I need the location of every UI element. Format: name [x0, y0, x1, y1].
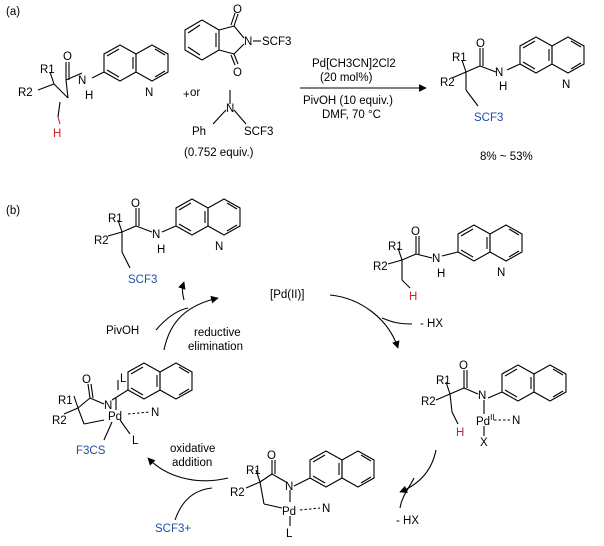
- aniline-ph: Ph: [192, 126, 206, 138]
- l-label-int-bottom: L: [286, 528, 293, 540]
- n-label-substrate-b: N: [432, 253, 440, 265]
- pd-label-int-left: Pd: [108, 411, 122, 423]
- n-label-int-bottom: N: [285, 481, 293, 493]
- step-elimination: elimination: [188, 341, 243, 353]
- panel-a-label: (a): [6, 6, 20, 18]
- yield-range: 8% ~ 53%: [480, 151, 533, 163]
- aniline-reagent: [212, 90, 247, 125]
- phthalimide-o-bottom: O: [233, 67, 242, 79]
- ch-h-label-int-right: H: [456, 427, 464, 439]
- ch-h-label-substrate-b: H: [409, 291, 417, 303]
- substrate-a: [37, 44, 169, 125]
- h-label-product-b: H: [157, 244, 165, 256]
- quinoline-a: [103, 44, 169, 82]
- quinoline-product-b: [175, 198, 241, 236]
- o-label-int-bottom: O: [267, 450, 276, 462]
- o-label-int-right: O: [459, 360, 468, 372]
- n-label-int-right: N: [478, 390, 486, 402]
- loss-hx-top: - HX: [420, 318, 443, 330]
- intermediate-pd-iv: [63, 362, 193, 441]
- pdii-label-int-right: PdII: [476, 413, 495, 428]
- l-label-int-left-top: L: [120, 373, 127, 385]
- pd-catalyst-label: [Pd(II)]: [270, 289, 305, 301]
- r1-label-int-bottom: R1: [246, 465, 261, 477]
- phthalimide-scf3: SCF3: [262, 36, 291, 48]
- product-a: [451, 36, 585, 107]
- nh-n-label-a: N: [78, 75, 86, 87]
- r1-label-int-left: R1: [58, 395, 73, 407]
- intermediate-pd-chelate: [435, 364, 567, 436]
- quinoline-n-substrate-b: N: [497, 267, 505, 279]
- loss-hx-bottom: - HX: [396, 515, 419, 527]
- substrate-b: [387, 224, 523, 289]
- r2-label-product-a: R2: [440, 77, 455, 89]
- quinoline-intermediate-right: [501, 364, 567, 402]
- r1-label-product-a: R1: [452, 52, 467, 64]
- conditions-catalyst: Pd[CH3CN]2Cl2: [312, 58, 396, 70]
- step-addition: addition: [172, 457, 212, 469]
- ch-h-label-a: H: [53, 128, 61, 140]
- intermediate-palladacycle: [245, 450, 375, 526]
- phthalimide-n: N: [244, 36, 252, 48]
- quinoline-n-label-a: N: [145, 87, 153, 99]
- quinoline-product-a: [519, 36, 585, 74]
- r1-label-substrate-b: R1: [388, 241, 403, 253]
- o-label-a: O: [63, 51, 72, 63]
- plus-sign: +: [183, 89, 190, 101]
- phthalimide-o-top: O: [233, 4, 242, 16]
- pivoh-label: PivOH: [106, 325, 139, 337]
- h-label-substrate-b: H: [437, 268, 445, 280]
- l-label-int-left-bottom: L: [132, 435, 139, 447]
- n-label-product-a: N: [495, 67, 503, 79]
- quinoline-intermediate-left: [127, 362, 193, 400]
- step-oxidative: oxidative: [170, 443, 215, 455]
- product-b: [107, 198, 241, 269]
- x-label-int-right: X: [480, 437, 488, 449]
- n-label-product-b: N: [152, 229, 160, 241]
- r1-label-int-right: R1: [436, 375, 451, 387]
- o-label-product-a: O: [476, 38, 485, 50]
- o-label-product-b: O: [131, 198, 140, 210]
- step-reductive: reductive: [194, 327, 241, 339]
- r1-label-product-b: R1: [108, 213, 123, 225]
- r1-label-a: R1: [40, 64, 55, 76]
- catalytic-cycle-arrows: [147, 281, 437, 521]
- r2-label-int-right: R2: [421, 396, 436, 408]
- or-text: or: [190, 87, 200, 99]
- quinoline-intermediate-bottom: [309, 450, 375, 488]
- pd-label-int-bottom: Pd: [282, 506, 296, 518]
- conditions-additive: PivOH (10 equiv.): [303, 95, 393, 107]
- aniline-scf3: SCF3: [244, 126, 273, 138]
- quinoline-n-int-bottom: N: [322, 503, 330, 515]
- o-label-substrate-b: O: [411, 226, 420, 238]
- f3cs-label-int-left: F3CS: [76, 445, 106, 457]
- conditions-loading: (20 mol%): [320, 72, 373, 84]
- scf3-product-b: SCF3: [128, 274, 157, 286]
- h-label-product-a: H: [499, 81, 507, 93]
- r2-label-substrate-b: R2: [373, 261, 388, 273]
- quinoline-n-int-left: N: [151, 407, 159, 419]
- quinoline-n-product-a: N: [562, 79, 570, 91]
- conditions-solvent: DMF, 70 °C: [322, 109, 381, 121]
- quinoline-n-product-b: N: [215, 241, 223, 253]
- r2-label-product-b: R2: [94, 235, 109, 247]
- r2-label-a: R2: [18, 87, 33, 99]
- r2-label-int-left: R2: [52, 415, 67, 427]
- quinoline-substrate-b: [457, 224, 523, 262]
- panel-b-label: (b): [6, 205, 20, 217]
- scf3-cation: SCF3+: [155, 523, 191, 535]
- quinoline-n-int-right: N: [512, 415, 520, 427]
- nh-h-label-a: H: [85, 90, 93, 102]
- phthalimide-reagent: [184, 12, 261, 66]
- scf3-product-a: SCF3: [474, 112, 503, 124]
- o-label-int-left: O: [82, 374, 91, 386]
- r2-label-int-bottom: R2: [230, 487, 245, 499]
- n-label-int-left: N: [104, 400, 112, 412]
- aniline-n: N: [226, 103, 234, 115]
- reagent-amount: (0.752 equiv.): [184, 147, 254, 159]
